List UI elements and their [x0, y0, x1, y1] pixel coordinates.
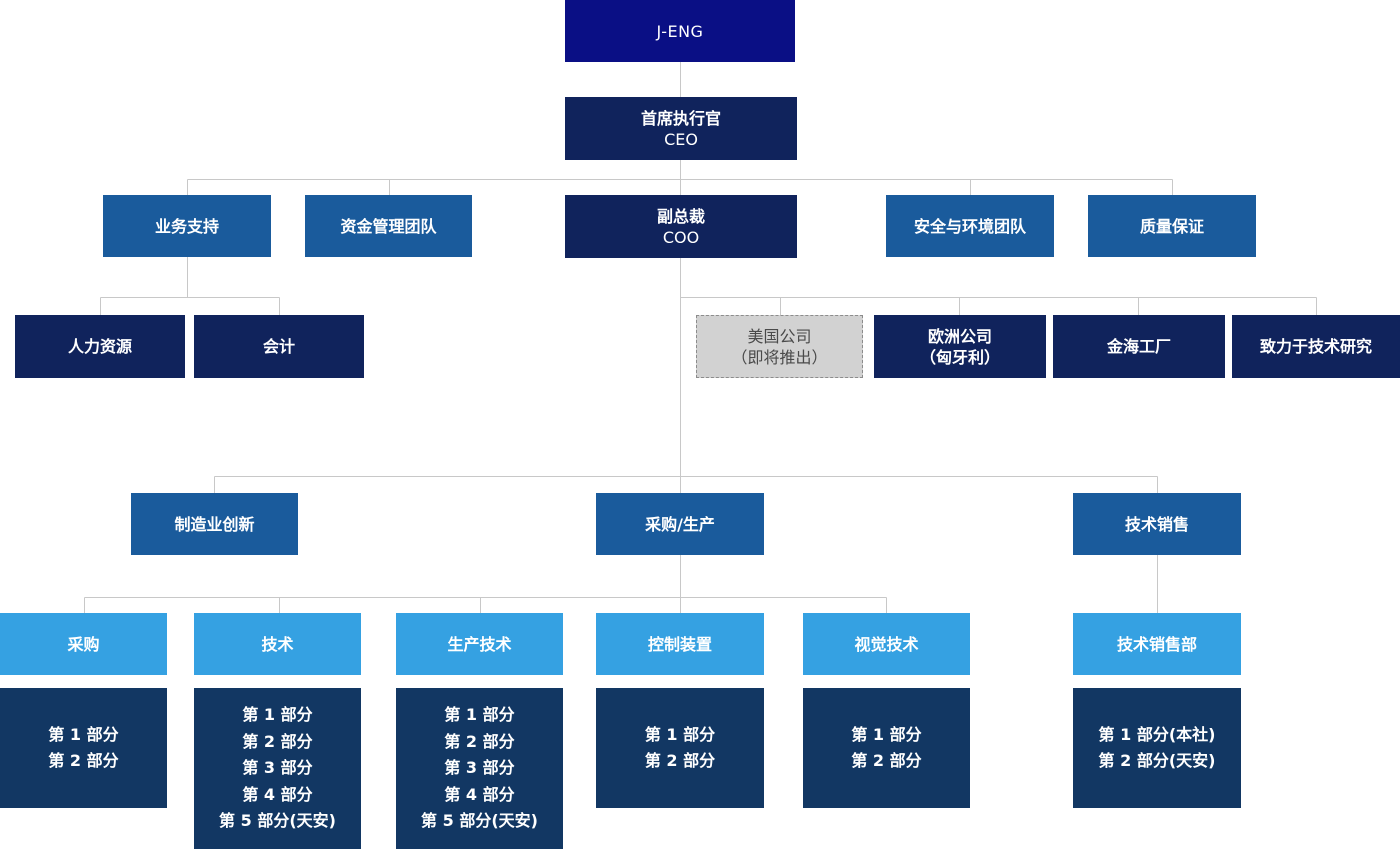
- node-usa-company: 美国公司 （即将推出）: [696, 315, 863, 378]
- section-item: 第 5 部分(天安): [421, 811, 538, 831]
- section-item: 第 2 部分: [644, 751, 716, 770]
- node-dept-tech-sales: 技术销售部: [1073, 613, 1241, 675]
- node-procurement-production-label: 采购/生产: [645, 514, 715, 534]
- section-item: 第 1 部分: [851, 724, 922, 744]
- node-finance-team: 资金管理团队: [305, 195, 472, 257]
- section-item: 第 1 部分: [644, 724, 716, 744]
- node-jinhai-factory-label: 金海工厂: [1106, 337, 1171, 356]
- node-usa-company-name: 美国公司: [747, 326, 812, 346]
- node-procurement-production: 采购/生产: [596, 493, 764, 555]
- section-item: 第 3 部分: [444, 758, 515, 778]
- section-list-procurement: 第 1 部分 第 2 部分: [0, 688, 167, 808]
- section-item: 第 2 部分: [242, 731, 313, 751]
- node-manufacturing-innovation: 制造业创新: [131, 493, 298, 555]
- node-hr-label: 人力资源: [67, 337, 132, 356]
- node-coo-abbr: COO: [662, 227, 700, 247]
- node-dept-technology-label: 技术: [261, 634, 294, 654]
- node-j-eng: J-ENG: [565, 0, 795, 62]
- section-item: 第 1 部分(本社): [1098, 724, 1216, 744]
- node-dept-production-technology: 生产技术: [396, 613, 563, 675]
- section-list-vision-technology: 第 1 部分 第 2 部分: [803, 688, 970, 808]
- node-dept-production-technology-label: 生产技术: [447, 634, 512, 654]
- node-quality-assurance: 质量保证: [1088, 195, 1256, 257]
- node-dept-tech-sales-label: 技术销售部: [1116, 634, 1197, 654]
- section-item: 第 4 部分: [444, 784, 515, 804]
- node-hr: 人力资源: [15, 315, 185, 378]
- section-item: 第 2 部分: [48, 751, 119, 770]
- node-manufacturing-innovation-label: 制造业创新: [174, 514, 255, 534]
- node-dept-control-devices: 控制装置: [596, 613, 764, 675]
- node-usa-company-status: （即将推出）: [731, 347, 828, 367]
- node-finance-team-label: 资金管理团队: [340, 216, 437, 236]
- section-item: 第 1 部分: [48, 724, 119, 744]
- node-coo: 副总裁 COO: [565, 195, 797, 258]
- node-coo-title: 副总裁: [656, 206, 705, 226]
- node-tech-sales: 技术销售: [1073, 493, 1241, 555]
- node-dept-vision-technology-label: 视觉技术: [854, 634, 919, 654]
- node-tech-research: 致力于技术研究: [1232, 315, 1400, 378]
- node-ceo-title: 首席执行官: [640, 108, 721, 128]
- node-accounting: 会计: [194, 315, 364, 378]
- node-europe-company: 欧洲公司 （匈牙利）: [874, 315, 1046, 378]
- node-tech-research-label: 致力于技术研究: [1259, 337, 1372, 356]
- section-item: 第 2 部分: [444, 731, 515, 751]
- node-safety-env-team: 安全与环境团队: [886, 195, 1054, 257]
- node-accounting-label: 会计: [262, 337, 295, 356]
- node-dept-procurement-label: 采购: [67, 634, 100, 654]
- node-tech-sales-label: 技术销售: [1124, 514, 1189, 534]
- section-item: 第 1 部分: [242, 705, 313, 725]
- node-business-support: 业务支持: [103, 195, 271, 257]
- node-safety-env-team-label: 安全与环境团队: [913, 216, 1026, 236]
- node-dept-technology: 技术: [194, 613, 361, 675]
- section-item: 第 2 部分(天安): [1098, 751, 1216, 770]
- node-quality-assurance-label: 质量保证: [1139, 216, 1204, 236]
- node-jinhai-factory: 金海工厂: [1053, 315, 1225, 378]
- node-europe-company-country: （匈牙利）: [919, 347, 1000, 367]
- node-ceo-abbr: CEO: [664, 129, 698, 149]
- section-list-tech-sales: 第 1 部分(本社) 第 2 部分(天安): [1073, 688, 1241, 808]
- node-dept-control-devices-label: 控制装置: [647, 634, 712, 654]
- section-item: 第 1 部分: [444, 705, 515, 725]
- section-item: 第 3 部分: [242, 758, 313, 778]
- node-dept-vision-technology: 视觉技术: [803, 613, 970, 675]
- section-list-control-devices: 第 1 部分 第 2 部分: [596, 688, 764, 808]
- node-ceo: 首席执行官 CEO: [565, 97, 797, 160]
- node-europe-company-name: 欧洲公司: [927, 326, 992, 346]
- node-business-support-label: 业务支持: [154, 216, 219, 236]
- section-list-technology: 第 1 部分 第 2 部分 第 3 部分 第 4 部分 第 5 部分(天安): [194, 688, 361, 849]
- section-list-production-technology: 第 1 部分 第 2 部分 第 3 部分 第 4 部分 第 5 部分(天安): [396, 688, 563, 849]
- section-item: 第 5 部分(天安): [219, 811, 336, 831]
- node-j-eng-label: J-ENG: [656, 21, 704, 41]
- node-dept-procurement: 采购: [0, 613, 167, 675]
- section-item: 第 4 部分: [242, 784, 313, 804]
- section-item: 第 2 部分: [851, 751, 922, 770]
